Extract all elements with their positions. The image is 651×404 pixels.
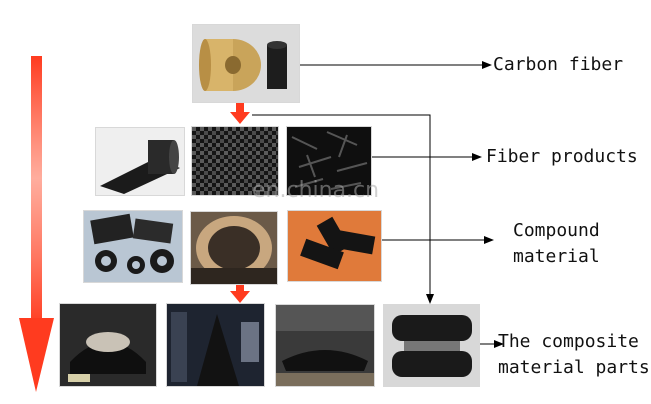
exhibition-photo — [166, 303, 265, 387]
woven-fabric-photo — [191, 126, 279, 196]
connector-fiber-products — [372, 153, 482, 161]
race-car-photo — [59, 303, 157, 387]
label-compound-line1: Compound — [513, 220, 600, 241]
connector-carbon-fiber — [300, 61, 492, 69]
connector-bypass — [252, 114, 434, 304]
bearing-sleeve-photo — [190, 211, 278, 285]
connector-compound-material — [382, 236, 494, 244]
chopped-fiber-photo — [286, 126, 372, 196]
label-fiber-products: Fiber products — [486, 146, 638, 167]
watermark: en.china.cn — [252, 178, 380, 203]
small-red-arrow-top — [230, 102, 250, 124]
label-compound-line2: material — [513, 246, 600, 267]
composite-part-photo — [383, 304, 480, 387]
tube-joint-photo — [287, 210, 382, 282]
fiber-roll-photo — [95, 127, 185, 196]
vehicle-display-photo — [275, 304, 375, 387]
carbon-fiber-photo — [192, 24, 300, 103]
molded-parts-photo — [83, 210, 183, 283]
connector-composite-parts — [478, 340, 504, 348]
label-parts-line2: material parts — [498, 357, 650, 378]
label-parts-line1: The composite — [498, 331, 639, 352]
main-flow-arrow — [19, 56, 54, 392]
small-red-arrow-bottom — [230, 283, 250, 303]
label-carbon-fiber: Carbon fiber — [493, 54, 624, 75]
